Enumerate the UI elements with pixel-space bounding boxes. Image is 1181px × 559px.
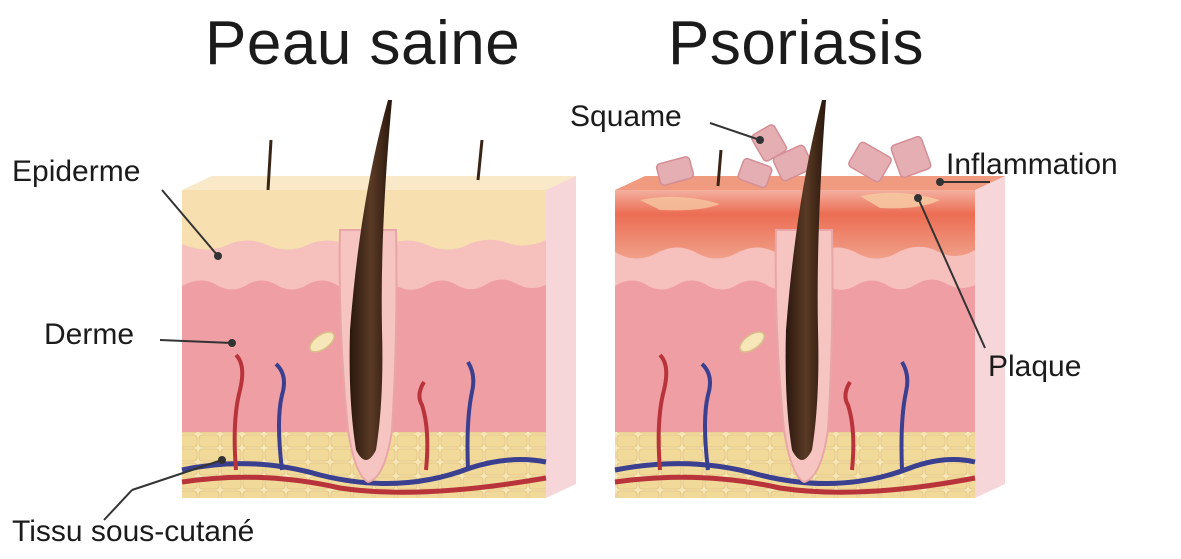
label-scale: Squame [570,100,682,134]
label-plaque: Plaque [988,350,1081,384]
label-inflammation: Inflammation [946,148,1118,182]
label-epidermis: Epiderme [12,155,140,189]
healthy-skin-block [182,100,576,498]
label-subcutaneous-tissue: Tissu sous-cutané [12,515,254,549]
label-dermis: Derme [44,318,134,352]
